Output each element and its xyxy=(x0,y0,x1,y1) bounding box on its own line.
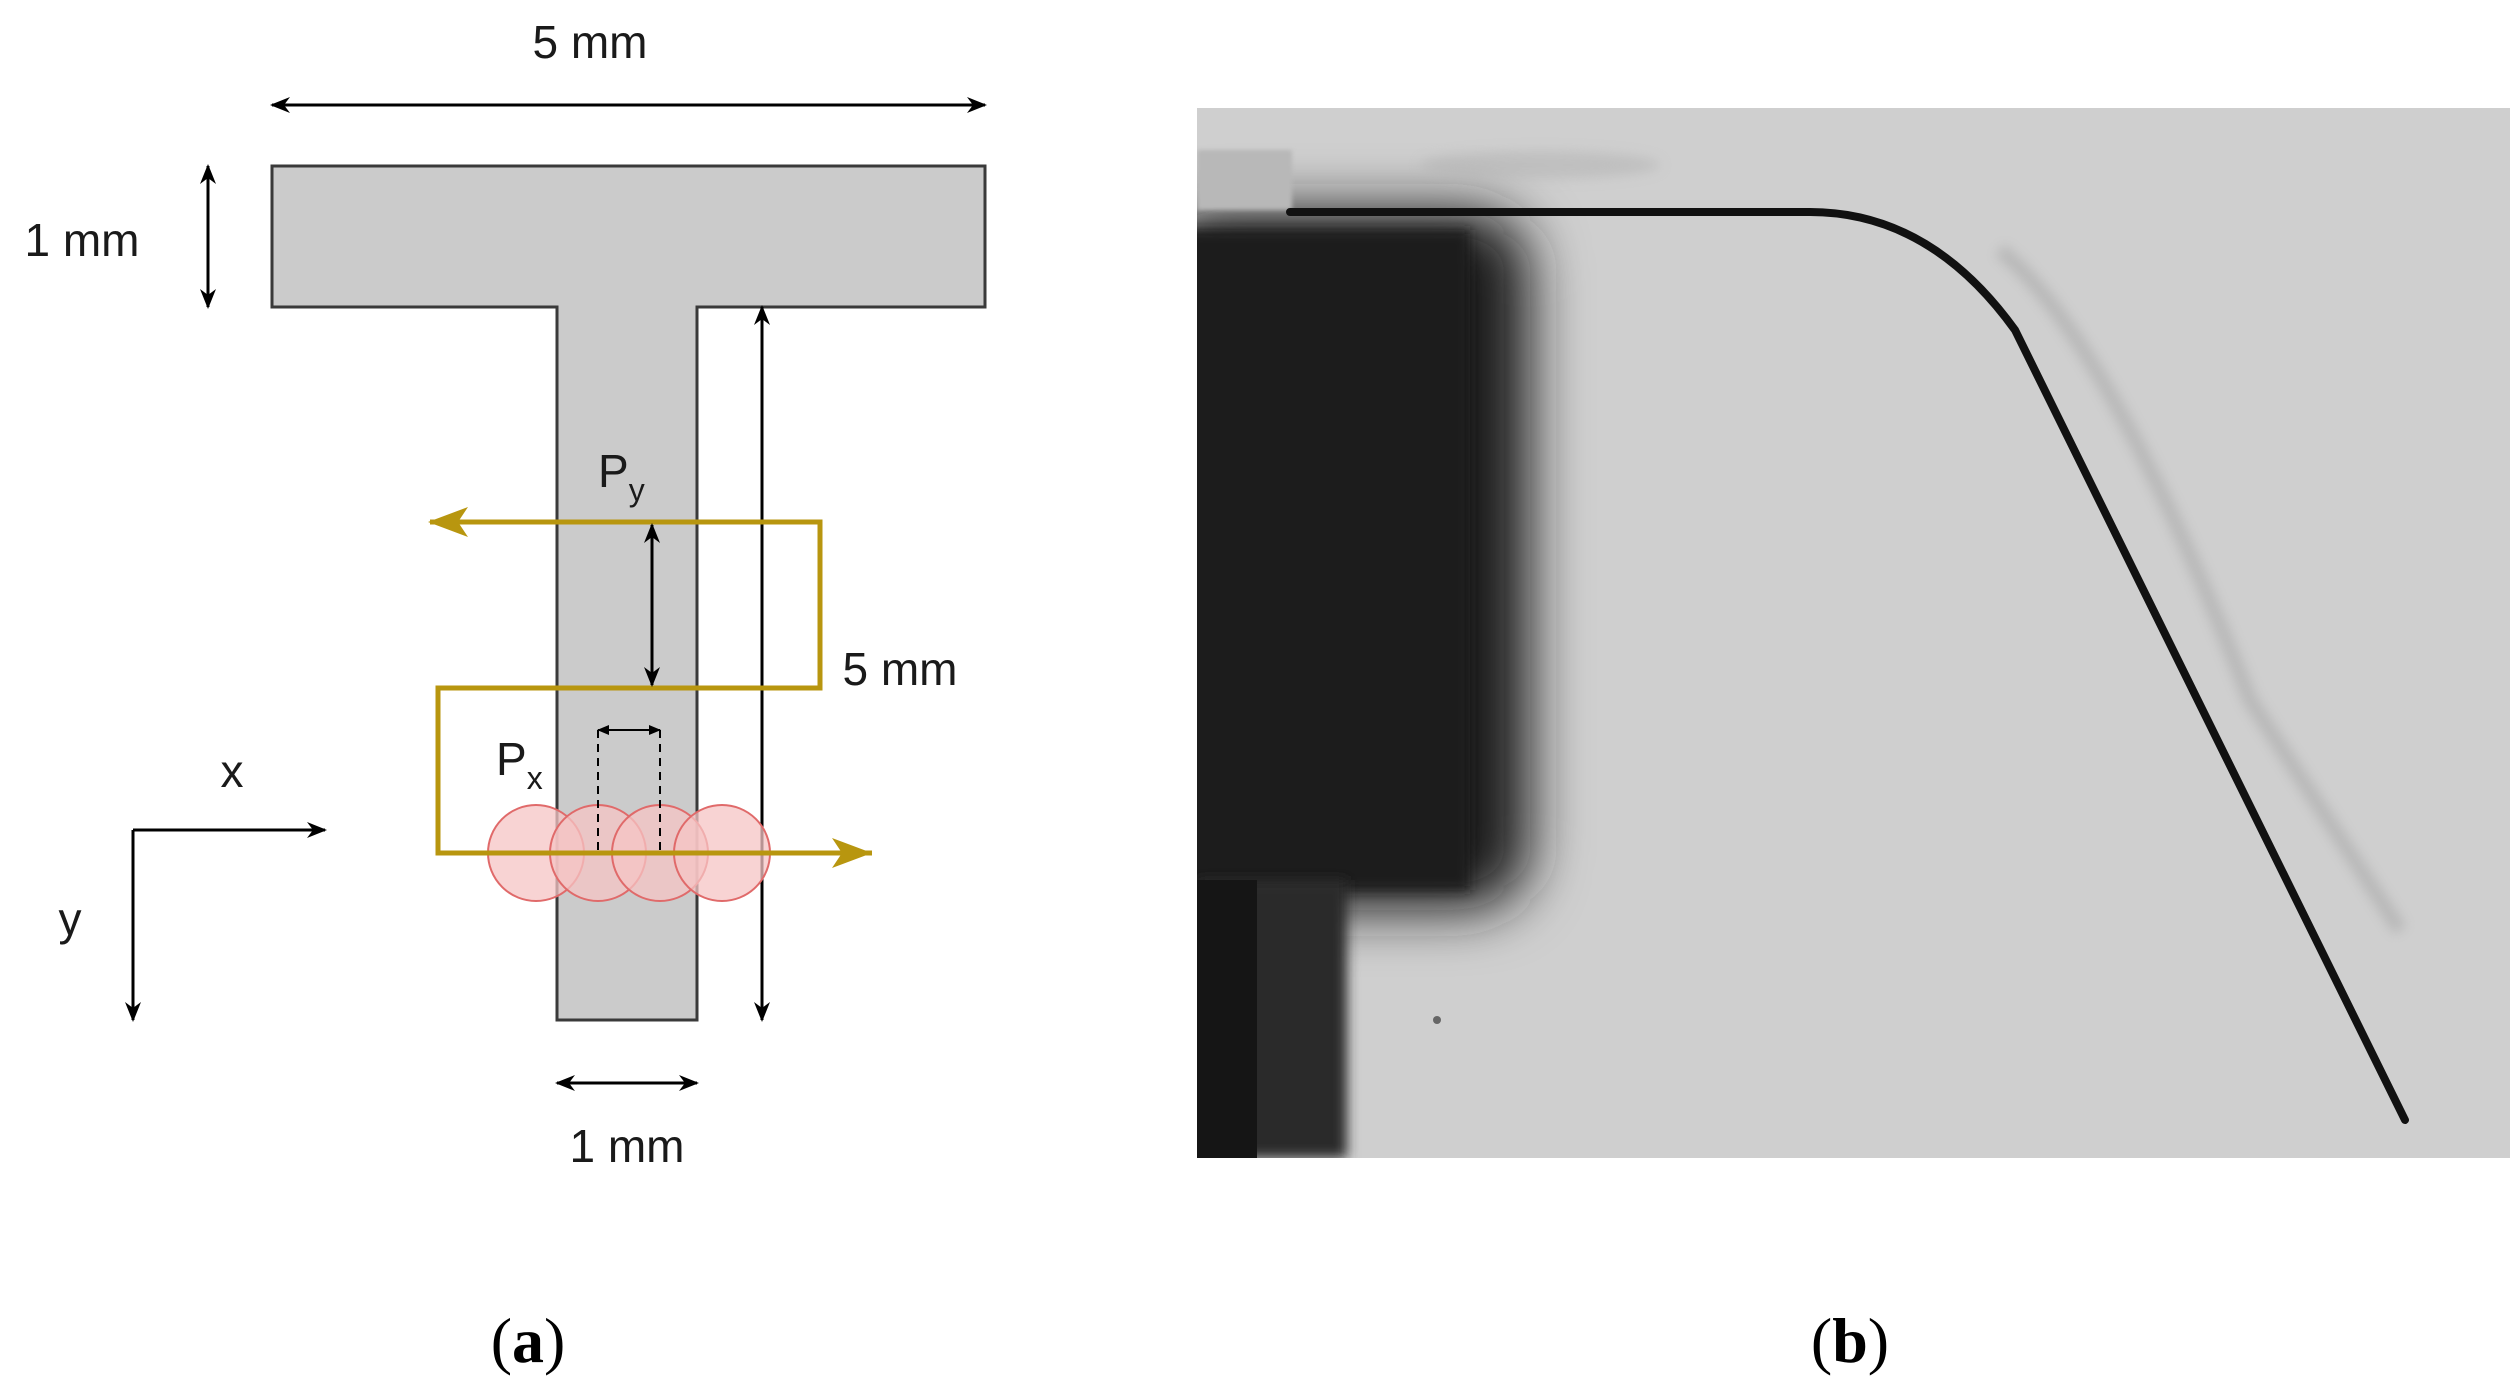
laser-scan-path xyxy=(428,507,872,856)
smear-top xyxy=(1420,151,1660,179)
top-left-corner xyxy=(1197,150,1292,210)
panel-label-a: (a) xyxy=(491,1305,566,1376)
panel-b: (b) xyxy=(1197,108,2510,1376)
dark-edge-strip-outer xyxy=(1197,880,1257,1158)
specimen-line xyxy=(1286,208,2409,1124)
y-axis-label: y xyxy=(59,893,82,945)
flange-thickness-label: 1 mm xyxy=(25,214,140,266)
panel-a: 5 mm 1 mm 1 mm 5 mm Py xyxy=(25,16,987,1376)
web-width-label: 1 mm xyxy=(570,1120,685,1172)
hatch-spacing-label: 5 mm xyxy=(843,643,958,695)
speck xyxy=(1433,1016,1441,1024)
px-label: Px xyxy=(496,733,543,796)
t-section xyxy=(270,164,987,1022)
x-axis-label: x xyxy=(221,745,244,797)
py-label: Py xyxy=(598,445,645,508)
panel-label-b: (b) xyxy=(1811,1305,1889,1376)
specimen-ghost xyxy=(1995,244,2406,934)
dark-region-core xyxy=(1197,230,1470,890)
flange-width-label: 5 mm xyxy=(533,16,648,68)
xray-image xyxy=(1197,108,2510,1158)
